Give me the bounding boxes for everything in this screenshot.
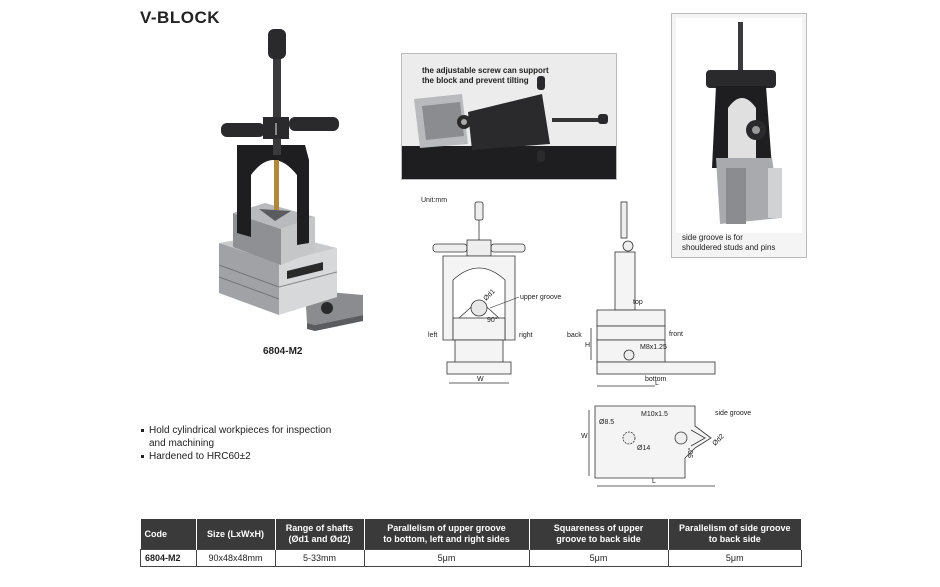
adjustable-screw-caption-line-2: the block and prevent tilting: [422, 76, 529, 85]
front-label: front: [669, 331, 683, 338]
side-groove-caption-line-2: shouldered studs and pins: [682, 243, 776, 252]
cell-parallelism-side: 5μm: [667, 549, 802, 567]
bottom-angle-label: 90°: [687, 447, 695, 458]
col-range: Range of shafts(Ød1 and Ød2): [275, 519, 365, 550]
side-groove-label: side groove: [715, 410, 751, 417]
height-label: H: [585, 342, 590, 349]
model-label: 6804-M2: [263, 346, 303, 357]
side-groove-photo: side groove is for shouldered studs and …: [671, 13, 807, 258]
side-view: [590, 201, 716, 387]
d2-label: Ød2: [711, 433, 725, 447]
v-block-product-photo: [218, 29, 363, 331]
page-title: V-BLOCK: [140, 8, 220, 27]
feature-item: Hold cylindrical workpieces for inspecti…: [141, 424, 331, 437]
feature-list: Hold cylindrical workpieces for inspecti…: [141, 424, 331, 463]
back-label: back: [567, 332, 582, 339]
unit-label: Unit:mm: [421, 197, 447, 204]
dimension-diagram: Unit:mm Ød1 90° upper groove left right …: [421, 197, 751, 487]
upper-groove-label: upper groove: [520, 294, 561, 301]
front-d1-label: Ød1: [482, 288, 496, 302]
side-length-label: L: [655, 380, 659, 387]
adjustable-screw-photo: the adjustable screw can support the blo…: [401, 53, 617, 180]
left-label: left: [428, 332, 437, 339]
bottom-length-label: L: [652, 478, 656, 485]
col-code: Code: [140, 519, 197, 550]
spec-table: Code Size (LxWxH) Range of shafts(Ød1 an…: [140, 519, 802, 567]
top-label: top: [633, 299, 643, 306]
front-width-label: W: [477, 376, 484, 383]
cell-size: 90x48x48mm: [195, 549, 276, 567]
right-label: right: [519, 332, 533, 339]
side-thread-label: M8x1.25: [640, 344, 667, 351]
cell-parallelism-upper: 5μm: [363, 549, 530, 567]
d85-label: Ø8.5: [599, 419, 614, 426]
bottom-view: [588, 405, 715, 487]
feature-item: Hardened to HRC60±2: [141, 450, 331, 463]
table-row: 6804-M2 90x48x48mm 5-33mm 5μm 5μm 5μm: [140, 549, 802, 567]
cell-code: 6804-M2: [140, 549, 197, 567]
front-view: [432, 201, 526, 384]
bottom-label: bottom: [645, 376, 667, 383]
adjustable-screw-caption-line-1: the adjustable screw can support: [422, 66, 549, 75]
cell-range: 5-33mm: [274, 549, 365, 567]
front-angle-label: 90°: [487, 316, 498, 324]
col-size: Size (LxWxH): [196, 519, 276, 550]
bottom-thread-label: M10x1.5: [641, 411, 668, 418]
d14-label: Ø14: [637, 445, 650, 452]
side-groove-caption-line-1: side groove is for: [682, 233, 743, 242]
spec-table-header: Code Size (LxWxH) Range of shafts(Ød1 an…: [140, 519, 802, 550]
cell-squareness: 5μm: [528, 549, 669, 567]
bottom-width-label: W: [581, 433, 588, 440]
feature-item-continuation: and machining: [149, 438, 215, 449]
